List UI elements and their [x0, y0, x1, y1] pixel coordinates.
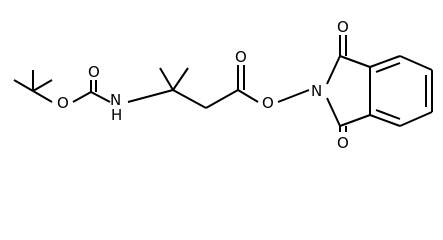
- bond-c-n: [90, 91, 111, 103]
- backbone-chain: [127, 65, 310, 109]
- bond-ester-o: [237, 89, 259, 103]
- bond-methyl-1: [159, 67, 174, 91]
- benzene-ring: [369, 55, 433, 127]
- structure-canvas: O O N H O O N O O: [13, 18, 433, 151]
- bond-tbu-methyl-left: [13, 79, 34, 92]
- bond-o-carbonyl-c: [72, 91, 92, 103]
- tert-butyl-group: [13, 70, 53, 103]
- bond-tbu-o: [32, 90, 53, 103]
- bond-ar-2: [399, 55, 433, 71]
- phthalimide-ring: [326, 35, 371, 132]
- boc-carbamate: [72, 80, 111, 103]
- bond-c-aromatic-top: [339, 55, 371, 68]
- atom-n-amine: N: [110, 91, 121, 109]
- bond-ar-inner-1: [375, 62, 401, 73]
- bond-n-c-top: [326, 55, 341, 85]
- atom-o-imide-top: O: [337, 18, 349, 36]
- bond-c-aromatic-bottom: [339, 114, 371, 127]
- bond-ester-c: [205, 89, 239, 109]
- atom-h-amine: H: [111, 106, 122, 124]
- bond-ch2: [172, 89, 207, 109]
- atom-o-ether-boc: O: [57, 94, 69, 112]
- bond-o-n: [277, 89, 310, 103]
- chemical-structure: O O N H O O N O O: [13, 18, 433, 151]
- atom-o-carbonyl-ester: O: [235, 48, 247, 66]
- atom-o-ester-link: O: [262, 94, 274, 112]
- atom-o-carbonyl-boc: O: [88, 63, 100, 81]
- bond-ar-inner-3: [375, 109, 401, 120]
- bond-ar-4: [399, 111, 433, 127]
- atom-o-imide-bottom: O: [337, 134, 349, 151]
- bond-ar-1: [369, 55, 401, 68]
- bond-n-quaternary-c: [127, 89, 174, 103]
- atom-n-imide: N: [311, 82, 322, 100]
- bond-ar-5: [369, 114, 401, 127]
- bond-tbu-methyl-right: [32, 79, 53, 92]
- bond-n-c-bottom: [326, 97, 341, 127]
- bond-methyl-2: [172, 67, 189, 91]
